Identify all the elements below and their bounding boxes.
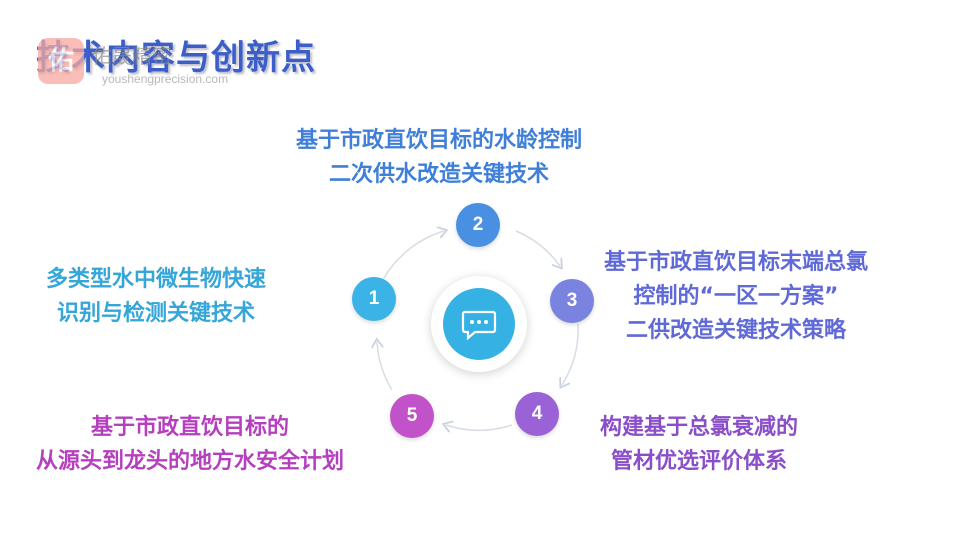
label-5-line-2: 从源头到龙头的地方水安全计划 <box>36 449 345 474</box>
label-1-line-1: 多类型水中微生物快速 <box>46 267 267 292</box>
chat-bubble-icon <box>461 310 497 341</box>
watermark-logo: 佑 <box>38 38 84 84</box>
arc-2-3 <box>515 230 560 266</box>
arc-5-1 <box>377 342 393 391</box>
label-1-line-2: 识别与检测关键技术 <box>57 301 256 326</box>
label-4-line-2: 管材优选评价体系 <box>611 449 788 474</box>
label-2-line-1: 基于市政直饮目标的水龄控制 <box>296 128 583 153</box>
label-5-line-1: 基于市政直饮目标的 <box>91 415 290 440</box>
label-3: 基于市政直饮目标末端总氯 控制的“一区一方案” 二供改造关键技术策略 <box>604 246 868 348</box>
watermark-url: youshengprecision.com <box>102 72 229 86</box>
arc-1-2 <box>383 231 444 279</box>
label-3-line-3: 二供改造关键技术策略 <box>626 318 847 343</box>
label-4-line-1: 构建基于总氯衰减的 <box>600 415 799 440</box>
arc-4-5 <box>446 425 513 430</box>
arc-3-4 <box>562 323 579 385</box>
node-4: 4 <box>515 392 559 436</box>
node-5: 5 <box>390 394 434 438</box>
label-5: 基于市政直饮目标的 从源头到龙头的地方水安全计划 <box>36 411 344 479</box>
node-1: 1 <box>352 277 396 321</box>
watermark-name: 佑晟精密 <box>92 44 172 68</box>
node-3: 3 <box>550 279 594 323</box>
label-3-line-1: 基于市政直饮目标末端总氯 <box>604 250 869 275</box>
label-2: 基于市政直饮目标的水龄控制 二次供水改造关键技术 <box>296 124 582 192</box>
label-4: 构建基于总氯衰减的 管材优选评价体系 <box>600 411 798 479</box>
label-2-line-2: 二次供水改造关键技术 <box>329 162 550 187</box>
node-2: 2 <box>456 203 500 247</box>
label-1: 多类型水中微生物快速 识别与检测关键技术 <box>46 263 266 331</box>
label-3-line-2: 控制的“一区一方案” <box>633 284 839 309</box>
